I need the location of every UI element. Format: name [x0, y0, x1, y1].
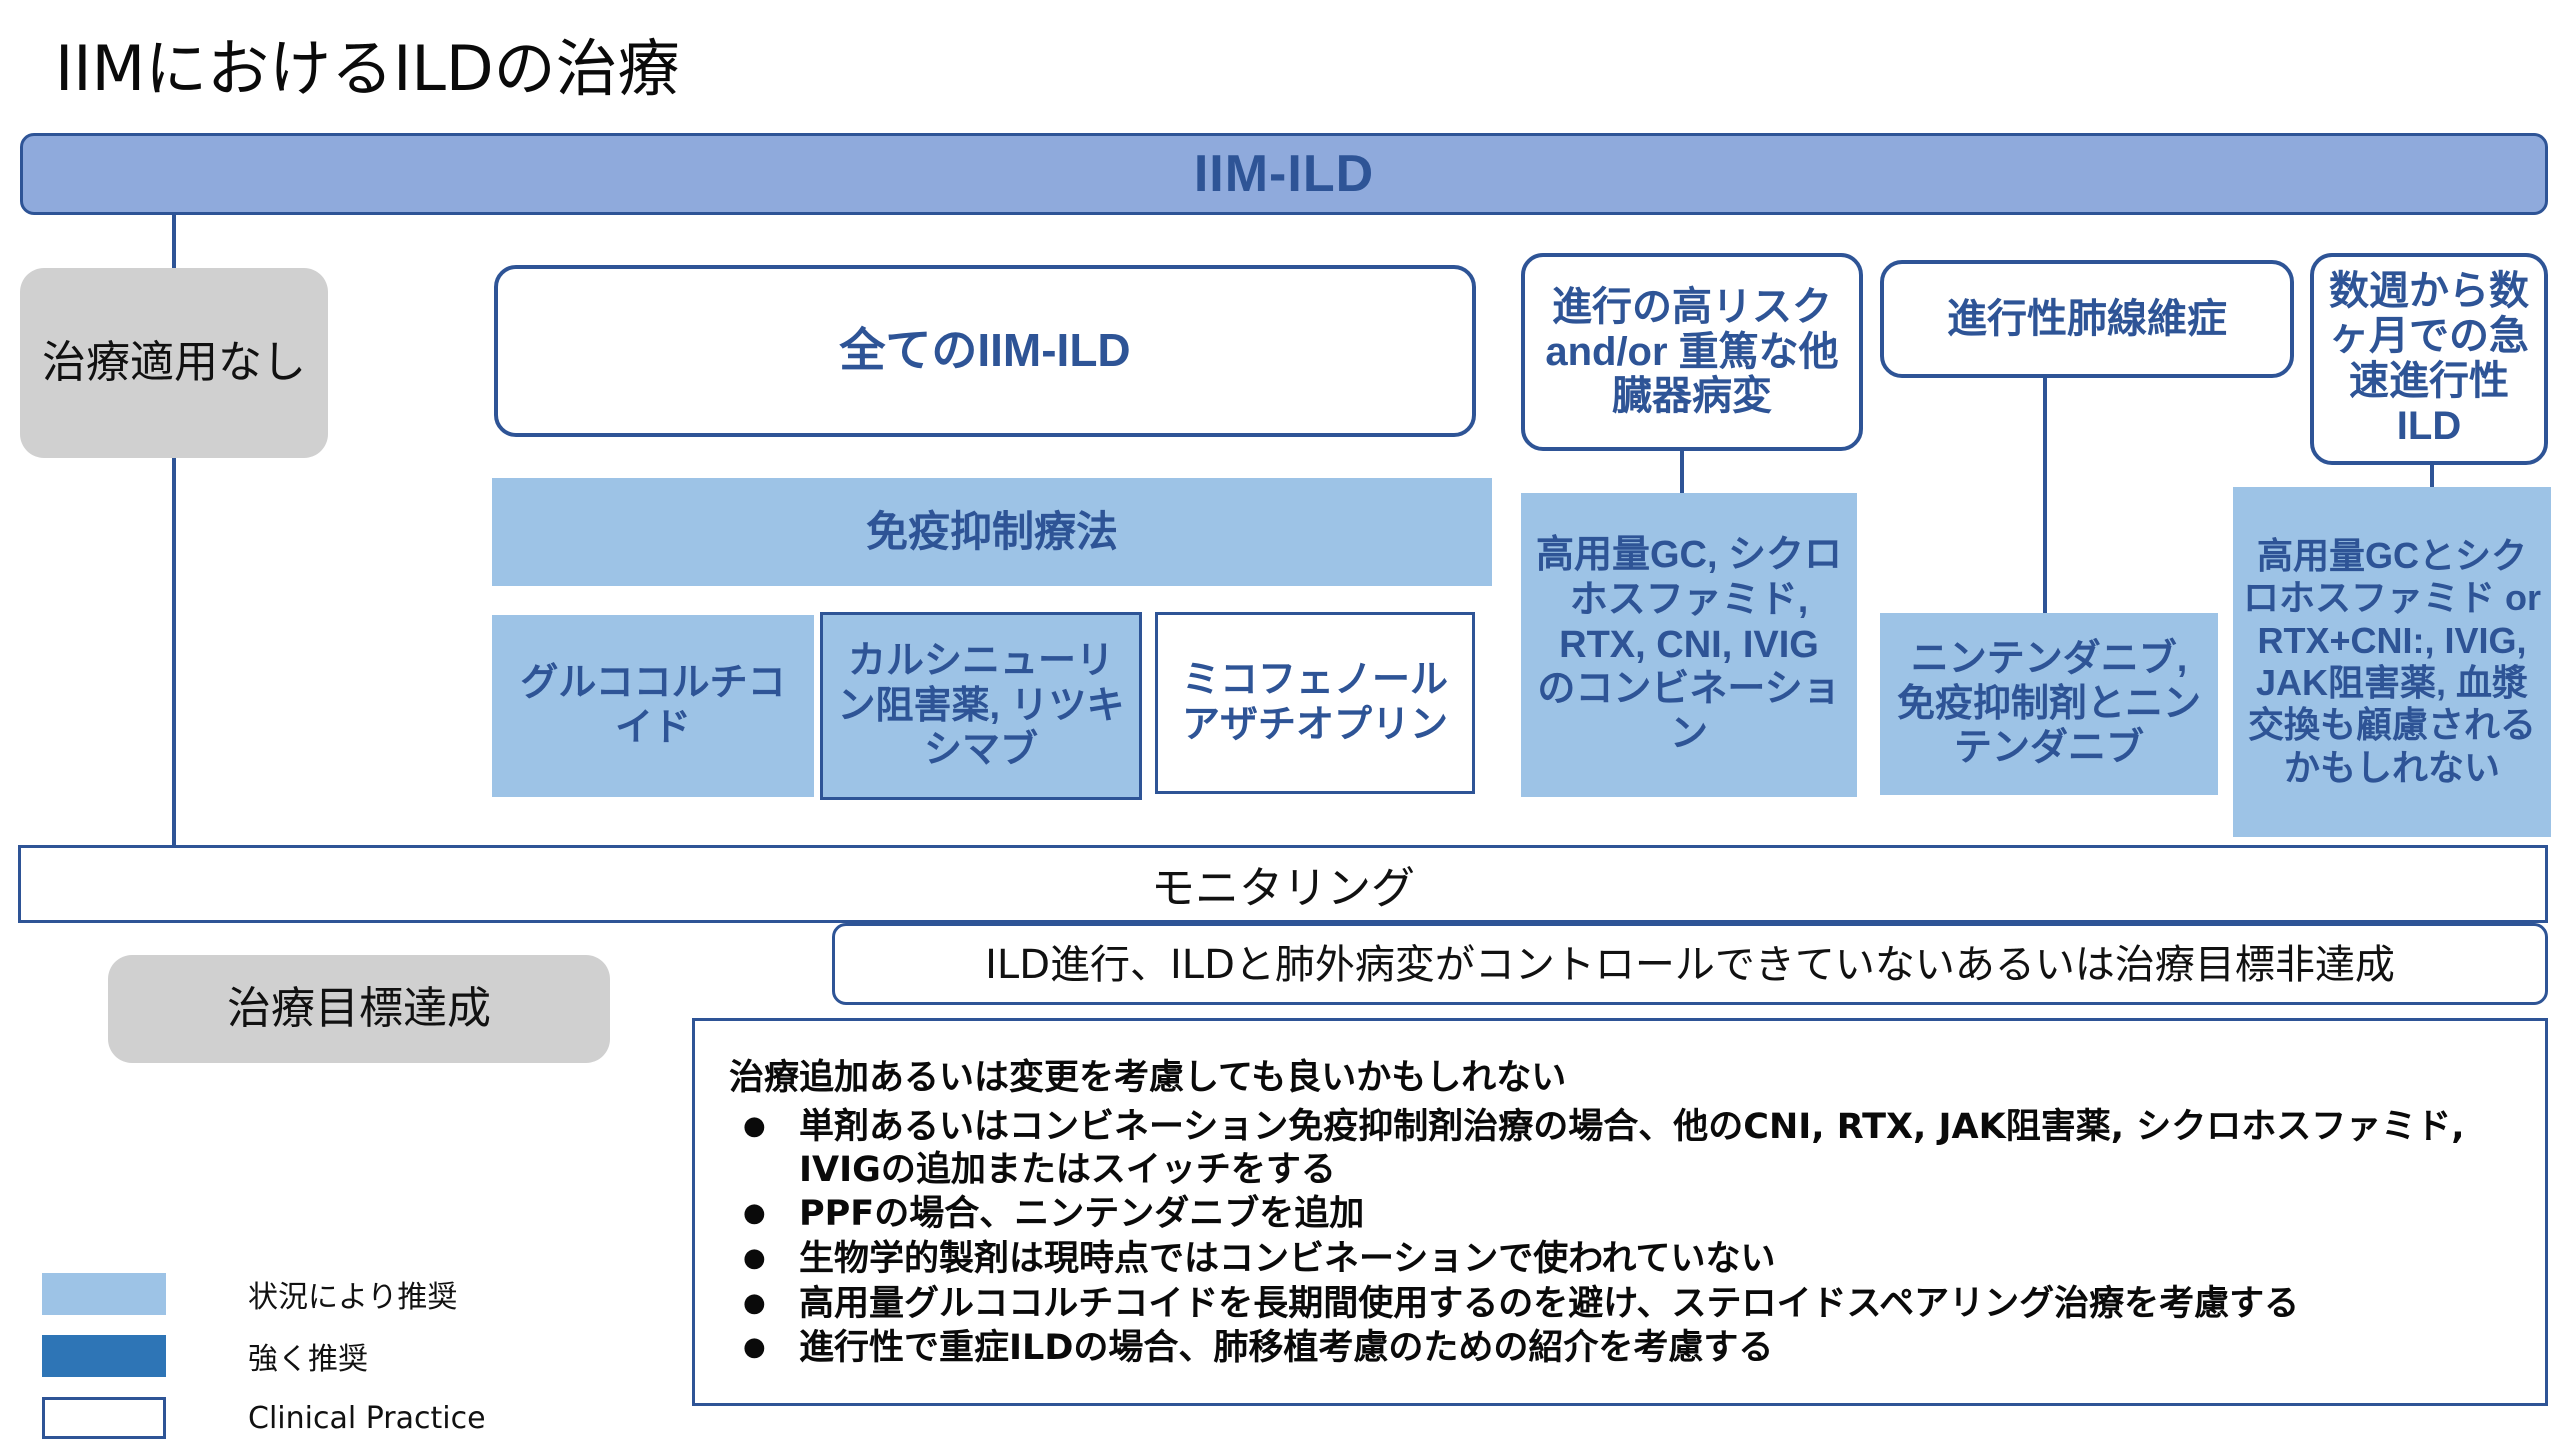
box-nintedanib: ニンテンダニブ, 免疫抑制剤とニンテンダニブ: [1880, 613, 2218, 795]
branch-all-iim-ild-label: 全てのIIM-ILD: [839, 324, 1131, 377]
box-no-treatment-label: 治療適用なし: [42, 337, 306, 389]
legend-label-strong: 強く推奨: [248, 1342, 368, 1377]
legend-row-clinical-practice: Clinical Practice: [42, 1392, 562, 1444]
bullet-icon: ●: [743, 1243, 766, 1274]
box-nintedanib-label: ニンテンダニブ, 免疫抑制剤とニンテンダニブ: [1896, 637, 2201, 770]
box-cni-rituximab: カルシニューリン阻害薬, リツキシマブ: [820, 612, 1142, 800]
banner-iim-ild: IIM-ILD: [20, 133, 2548, 215]
legend-swatch-light-blue: [42, 1273, 166, 1315]
box-cni-rituximab-label: カルシニューリン阻害薬, リツキシマブ: [837, 639, 1125, 772]
branch-rapid-progressive-label: 数週から数ヶ月での急速進行性ILD: [2329, 269, 2529, 448]
bar-monitoring-label: モニタリング: [1151, 863, 1415, 914]
legend-swatch-strong-blue: [42, 1335, 166, 1377]
branch-high-risk: 進行の高リスク and/or 重篤な他臓器病変: [1521, 253, 1863, 451]
branch-ppf: 進行性肺線維症: [1880, 260, 2294, 378]
panel-recommendations: 治療追加あるいは変更を考慮しても良いかもしれない ● 単剤あるいはコンビネーショ…: [692, 1018, 2548, 1406]
bullet-icon: ●: [743, 1287, 766, 1318]
recommendation-text: PPFの場合、ニンテンダニブを追加: [799, 1194, 1365, 1235]
branch-high-risk-label: 進行の高リスク and/or 重篤な他臓器病変: [1545, 284, 1839, 419]
connector-ppf-to-treatment: [2043, 378, 2047, 616]
branch-rapid-progressive: 数週から数ヶ月での急速進行性ILD: [2310, 253, 2548, 465]
box-immunosuppressive-therapy-label: 免疫抑制療法: [865, 508, 1118, 556]
connector-rapid-to-treatment: [2430, 465, 2434, 487]
recommendation-text: 進行性で重症ILDの場合、肺移植考慮のための紹介を考慮する: [799, 1328, 1774, 1369]
box-glucocorticoid-label: グルココルチコイド: [520, 662, 786, 749]
box-mycophenolate-azathioprine-label: ミコフェノール アザチオプリン: [1181, 659, 1448, 746]
legend-label-conditional: 状況により推奨: [248, 1280, 458, 1315]
bullet-icon: ●: [743, 1111, 766, 1141]
legend-row-conditional: 状況により推奨: [42, 1268, 562, 1320]
legend-label-clinical-practice: Clinical Practice: [248, 1400, 486, 1436]
legend-swatch-white-outline: [42, 1397, 166, 1439]
box-mycophenolate-azathioprine: ミコフェノール アザチオプリン: [1155, 612, 1475, 794]
recommendation-text: 単剤あるいはコンビネーション免疫抑制剤治療の場合、他のCNI, RTX, JAK…: [799, 1107, 2465, 1190]
box-rapid-progressive-regimen: 高用量GCとシクロホスファミド or RTX+CNI:, IVIG, JAK阻害…: [2233, 487, 2551, 837]
list-item: ● PPFの場合、ニンテンダニブを追加: [729, 1193, 2519, 1236]
box-immunosuppressive-therapy: 免疫抑制療法: [492, 478, 1492, 586]
branch-all-iim-ild: 全てのIIM-ILD: [494, 265, 1476, 437]
bullet-icon: ●: [743, 1198, 766, 1229]
box-rapid-progressive-regimen-label: 高用量GCとシクロホスファミド or RTX+CNI:, IVIG, JAK阻害…: [2243, 534, 2542, 788]
recommendations-list: ● 単剤あるいはコンビネーション免疫抑制剤治療の場合、他のCNI, RTX, J…: [729, 1106, 2519, 1370]
recommendations-heading: 治療追加あるいは変更を考慮しても良いかもしれない: [729, 1058, 1567, 1098]
box-high-dose-gc-combination-label: 高用量GC, シクロホスファミド, RTX, CNI, IVIG のコンビネーシ…: [1535, 533, 1843, 756]
recommendation-text: 生物学的製剤は現時点ではコンビネーションで使われていない: [799, 1239, 1776, 1280]
box-treatment-goal-achieved-label: 治療目標達成: [227, 983, 491, 1035]
list-item: ● 単剤あるいはコンビネーション免疫抑制剤治療の場合、他のCNI, RTX, J…: [729, 1106, 2519, 1191]
connector-banner-to-no-treatment: [172, 215, 176, 270]
box-treatment-goal-achieved: 治療目標達成: [108, 955, 610, 1063]
box-high-dose-gc-combination: 高用量GC, シクロホスファミド, RTX, CNI, IVIG のコンビネーシ…: [1521, 493, 1857, 797]
connector-high-risk-to-treatment: [1680, 451, 1684, 493]
box-glucocorticoid: グルココルチコイド: [492, 615, 814, 797]
page-title: IIMにおけるILDの治療: [55, 32, 680, 105]
legend: 状況により推奨 強く推奨 Clinical Practice: [42, 1268, 562, 1454]
connector-no-treatment-to-monitoring: [172, 450, 176, 848]
branch-ppf-label: 進行性肺線維症: [1947, 296, 2227, 341]
box-no-treatment: 治療適用なし: [20, 268, 328, 458]
recommendation-text: 高用量グルココルチコイドを長期間使用するのを避け、ステロイドスペアリング治療を考…: [799, 1283, 2300, 1324]
bullet-icon: ●: [743, 1332, 766, 1363]
box-ild-progression: ILD進行、ILDと肺外病変がコントロールできていないあるいは治療目標非達成: [832, 923, 2548, 1005]
box-ild-progression-label: ILD進行、ILDと肺外病変がコントロールできていないあるいは治療目標非達成: [985, 942, 2395, 988]
list-item: ● 生物学的製剤は現時点ではコンビネーションで使われていない: [729, 1238, 2519, 1281]
bar-monitoring: モニタリング: [18, 845, 2548, 923]
legend-row-strong: 強く推奨: [42, 1330, 562, 1382]
list-item: ● 進行性で重症ILDの場合、肺移植考慮のための紹介を考慮する: [729, 1327, 2519, 1370]
list-item: ● 高用量グルココルチコイドを長期間使用するのを避け、ステロイドスペアリング治療…: [729, 1283, 2519, 1326]
